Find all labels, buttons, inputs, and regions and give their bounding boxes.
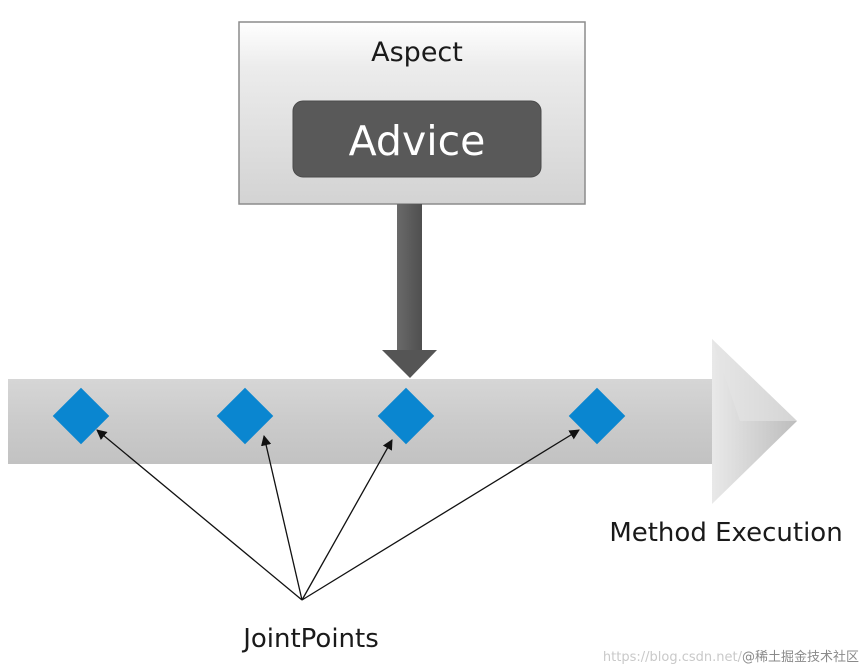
advice-box: Advice <box>292 100 542 178</box>
aspect-title: Aspect <box>371 37 463 68</box>
watermark: https://blog.csdn.net/@稀土掘金技术社区 <box>603 646 859 665</box>
advice-title: Advice <box>349 117 486 165</box>
pointer-line <box>301 429 580 601</box>
pointer-line <box>261 434 303 601</box>
advice-down-arrow <box>382 204 437 378</box>
pointer-line <box>301 439 393 601</box>
pointer-line <box>96 429 303 601</box>
watermark-text: @稀土掘金技术社区 <box>741 650 859 665</box>
joinpoints-label: JointPoints <box>241 624 379 654</box>
joinpoint-pointers <box>96 429 580 601</box>
method-execution-label: Method Execution <box>609 518 842 548</box>
watermark-prefix: https://blog.csdn.net/ <box>602 650 742 665</box>
